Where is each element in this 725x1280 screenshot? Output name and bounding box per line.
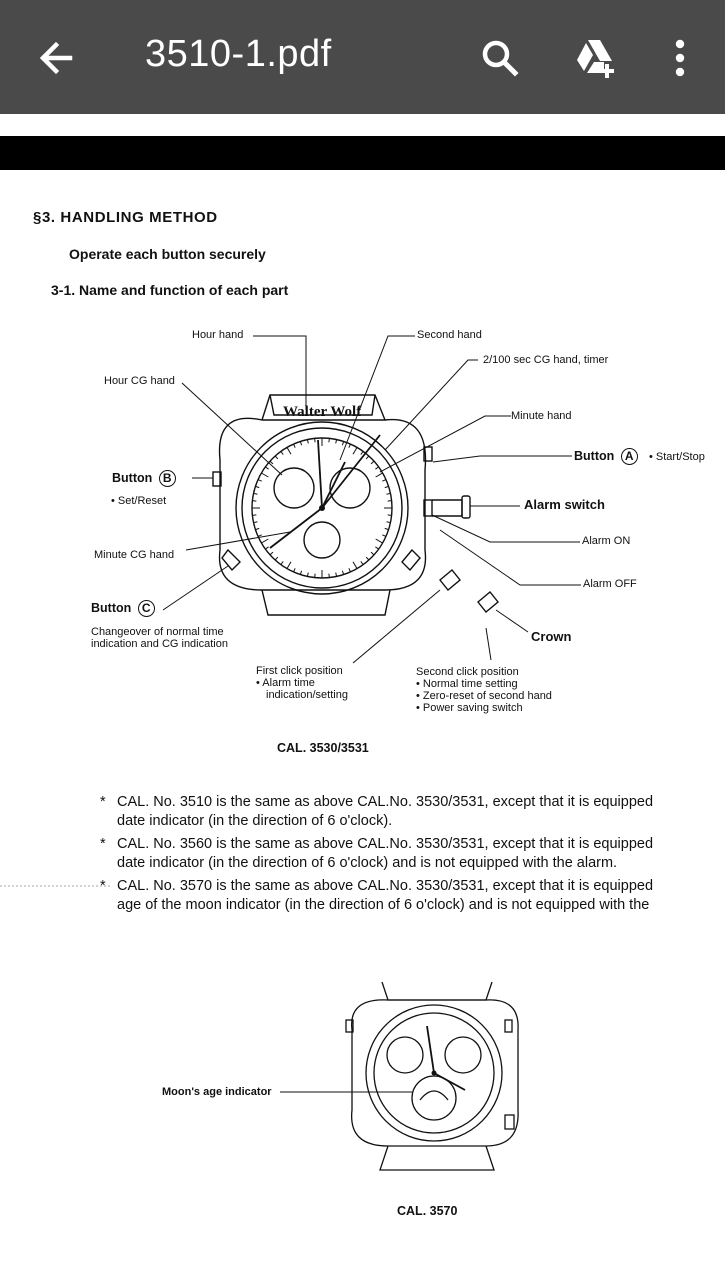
dial-tick (270, 552, 273, 555)
arrow-left-icon[interactable] (30, 32, 82, 84)
label-moon-age-indicator: Moon's age indicator (162, 1086, 272, 1099)
dial-tick (255, 528, 259, 529)
dial-tick (342, 571, 343, 575)
dial-tick (336, 440, 337, 444)
search-icon[interactable] (472, 30, 528, 86)
label-minute-hand: Minute hand (511, 410, 572, 423)
button-c-circle-icon: C (138, 600, 155, 617)
dial-tick (287, 562, 291, 569)
dial-tick (275, 456, 278, 459)
dial-tick (255, 486, 259, 487)
label-first-click-2: indication/setting (266, 689, 348, 702)
label-minute-cg-hand: Minute CG hand (94, 549, 174, 562)
dial-tick (353, 562, 357, 569)
dial-tick (382, 480, 386, 482)
pdf-page[interactable]: §3. HANDLING METHOD Operate each button … (0, 170, 725, 1280)
dial-tick (376, 473, 383, 477)
caption-cal-3570: CAL. 3570 (397, 1204, 457, 1218)
label-changeover-2: indication and CG indication (91, 638, 228, 651)
caption-cal-3530: CAL. 3530/3531 (277, 741, 369, 755)
label-alarm-on: Alarm ON (582, 535, 630, 548)
more-vert-icon[interactable] (652, 30, 708, 86)
label-hour-cg-hand: Hour CG hand (104, 375, 175, 388)
dial-tick (382, 535, 386, 537)
dial-tick (254, 493, 258, 494)
label-crown: Crown (531, 630, 571, 643)
dial-tick (281, 561, 283, 564)
dial-tick (294, 444, 296, 448)
dial-tick (261, 539, 268, 543)
note-3510: *CAL. No. 3510 is the same as above CAL.… (100, 793, 653, 831)
dial-tick (281, 451, 283, 454)
app-bar-gap (0, 114, 725, 136)
dial-tick (371, 461, 374, 464)
dial-tick (349, 568, 351, 572)
dial-tick (385, 486, 389, 487)
dial-tick (387, 493, 391, 494)
dial-tick (353, 447, 357, 454)
dial-tick (294, 568, 296, 572)
dial-tick (366, 456, 369, 459)
dial-tick (336, 573, 337, 577)
label-cg-hand-timer: 2/100 sec CG hand, timer (483, 354, 608, 367)
google-drive-add-icon[interactable] (566, 30, 622, 86)
label-alarm-off: Alarm OFF (583, 578, 637, 591)
label-hour-hand: Hour hand (192, 329, 243, 342)
dial-tick (300, 441, 301, 445)
dial-tick (287, 447, 291, 454)
dial-tick (275, 557, 278, 560)
dial-tick (265, 467, 268, 469)
label-second-click-3: • Power saving switch (416, 702, 523, 715)
dial-tick (376, 539, 383, 543)
label-button-b: Button B (112, 470, 176, 487)
note-3560: *CAL. No. 3560 is the same as above CAL.… (100, 835, 653, 873)
label-start-stop: • Start/Stop (649, 451, 705, 464)
button-b-circle-icon: B (159, 470, 176, 487)
watch-diagram-cal-3530 (0, 170, 725, 1280)
label-button-c: Button C (91, 600, 155, 617)
dial-tick (258, 535, 262, 537)
dial-tick (385, 528, 389, 529)
dial-tick (307, 440, 308, 444)
label-alarm-switch: Alarm switch (524, 498, 605, 511)
button-a-circle-icon: A (621, 448, 638, 465)
dial-tick (254, 522, 258, 523)
note-3570: *CAL. No. 3570 is the same as above CAL.… (100, 877, 653, 915)
dial-tick (265, 547, 268, 549)
dial-tick (270, 461, 273, 464)
dial-tick (361, 561, 363, 564)
label-second-hand: Second hand (417, 329, 482, 342)
dial-tick (375, 547, 378, 549)
dial-tick (342, 441, 343, 445)
dial-tick (349, 444, 351, 448)
dial-tick (361, 451, 363, 454)
dial-tick (261, 473, 268, 477)
dial-tick (300, 571, 301, 575)
dial-tick (307, 573, 308, 577)
dial-tick (375, 467, 378, 469)
page-top-band (0, 136, 725, 170)
app-bar: 3510-1.pdf (0, 0, 725, 114)
label-set-reset: • Set/Reset (111, 495, 166, 508)
dial-tick (371, 552, 374, 555)
label-button-a: Button A (574, 448, 638, 465)
dial-tick (258, 480, 262, 482)
dial-tick (387, 522, 391, 523)
brand-logo: Walter Wolf (283, 406, 361, 419)
dial-tick (366, 557, 369, 560)
document-title: 3510-1.pdf (145, 33, 332, 76)
